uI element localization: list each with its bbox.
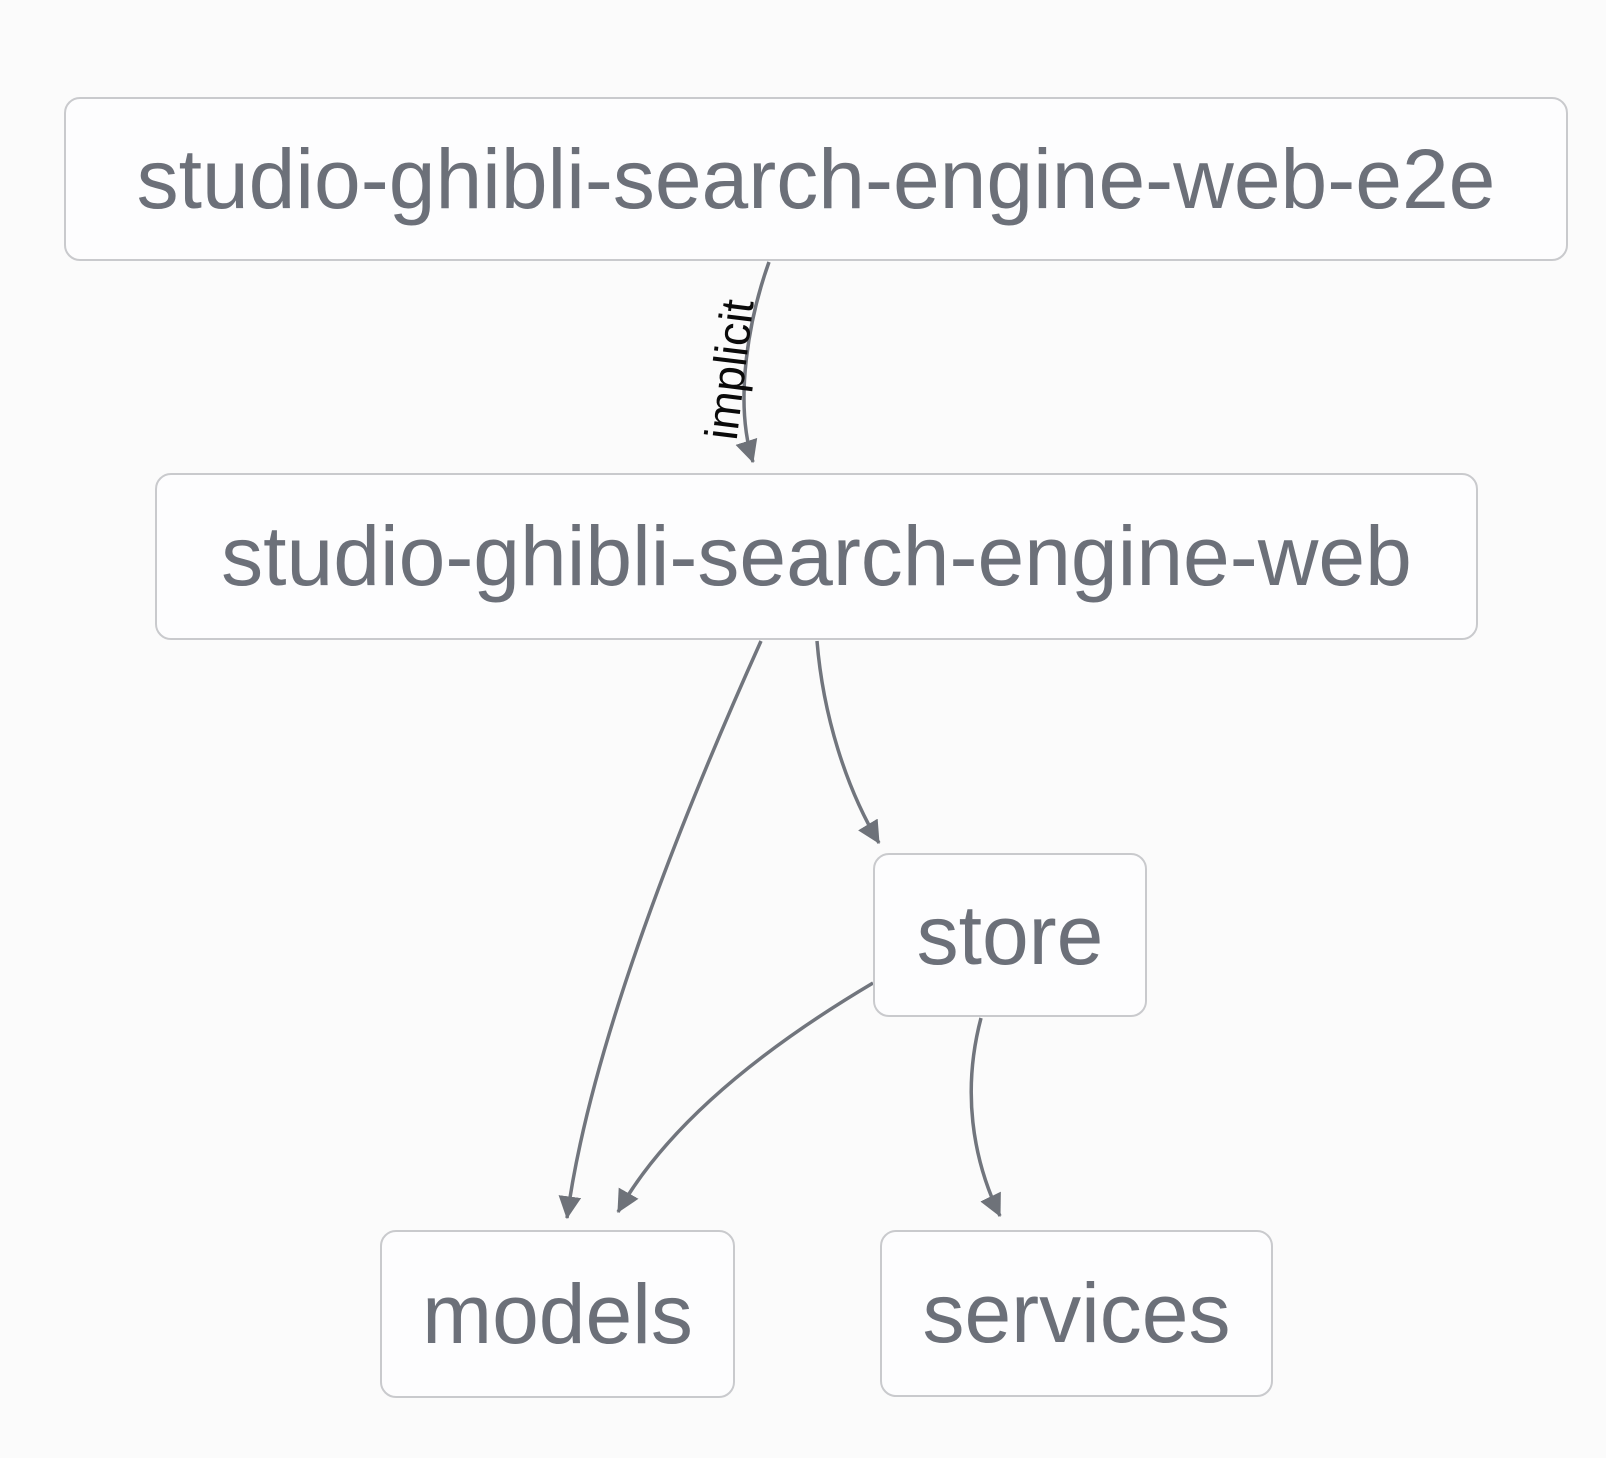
edge-store-to-services xyxy=(969,1017,1002,1218)
edge-store-to-models xyxy=(616,981,874,1213)
edge-e2e-to-web xyxy=(735,261,771,464)
node-models[interactable]: models xyxy=(380,1230,735,1398)
node-studio-ghibli-search-engine-web[interactable]: studio-ghibli-search-engine-web xyxy=(155,473,1478,640)
edge-web-to-store xyxy=(815,640,881,844)
node-label: store xyxy=(916,887,1104,982)
node-studio-ghibli-search-engine-web-e2e[interactable]: studio-ghibli-search-engine-web-e2e xyxy=(64,97,1568,261)
node-services[interactable]: services xyxy=(880,1230,1273,1397)
node-label: models xyxy=(422,1266,693,1361)
edge-label-implicit: implicit xyxy=(695,296,764,442)
node-store[interactable]: store xyxy=(873,853,1147,1017)
edge-web-to-models xyxy=(558,640,763,1220)
node-label: studio-ghibli-search-engine-web-e2e xyxy=(136,131,1496,226)
node-label: services xyxy=(922,1266,1231,1360)
node-label: studio-ghibli-search-engine-web xyxy=(221,509,1412,603)
